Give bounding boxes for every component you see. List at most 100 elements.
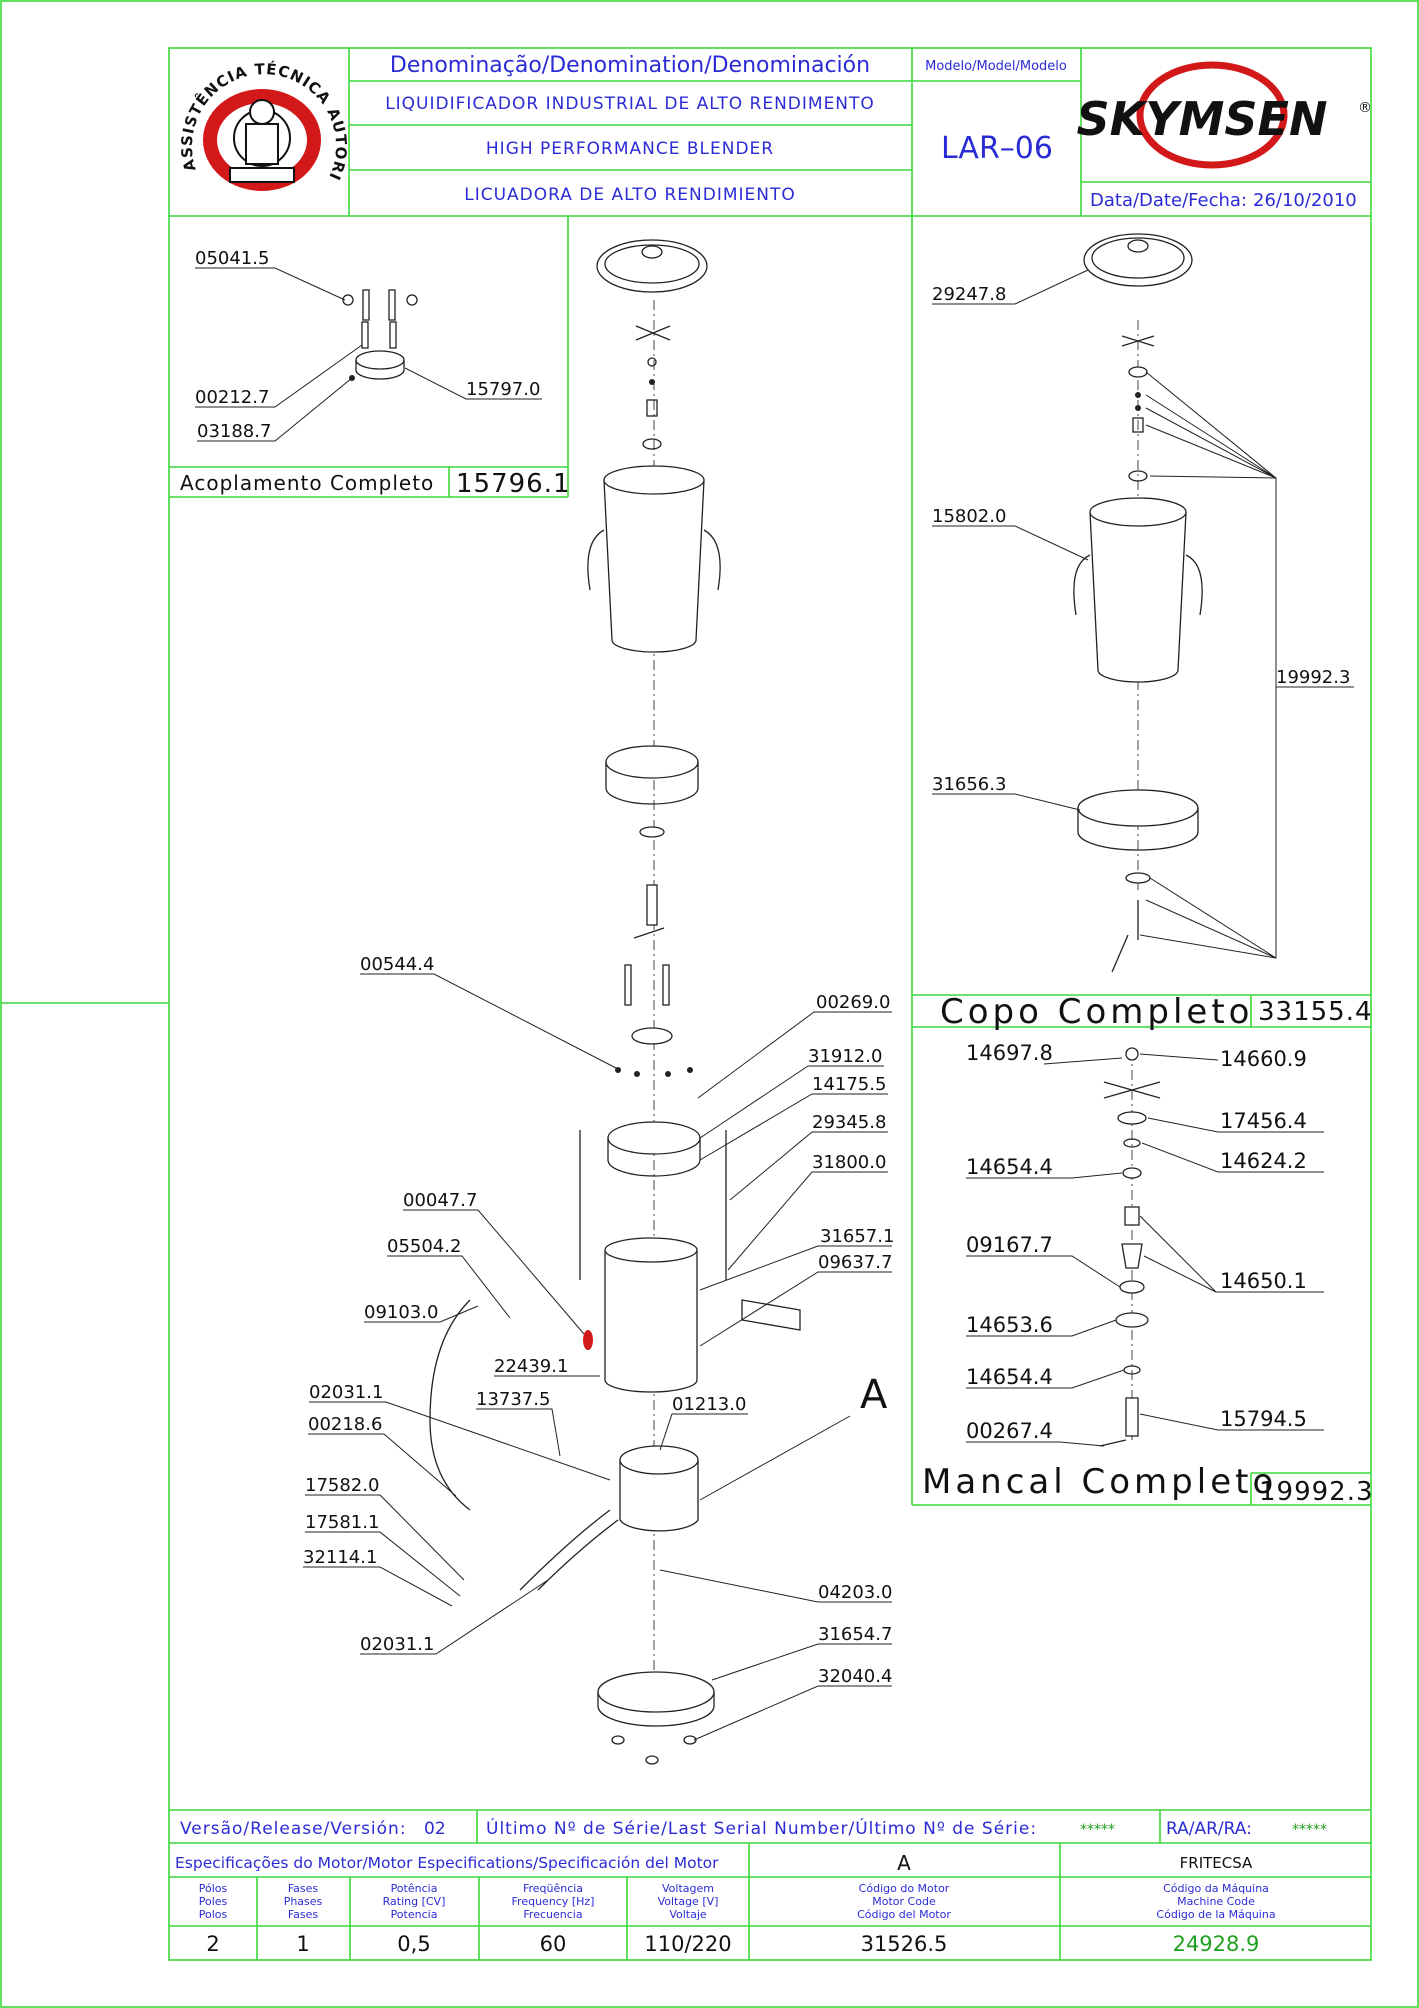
part-31800-0: 31800.0 [812,1152,886,1173]
machine-code-label-pt: Código da Máquina [1163,1882,1269,1895]
cup-part-15802-0: 15802.0 [932,506,1006,527]
part-00047-7: 00047.7 [403,1190,477,1211]
name-en: HIGH PERFORMANCE BLENDER [486,139,774,159]
cup-code: 33155.4 [1258,997,1373,1027]
part-31654-7: 31654.7 [818,1624,892,1645]
part-02031-1-lower: 02031.1 [360,1634,434,1655]
bearing-part-14654-4-lower: 14654.4 [966,1365,1053,1389]
freq-label-pt: Freqüência [523,1882,583,1895]
bearing-part-14660-9: 14660.9 [1220,1047,1307,1071]
part-05504-2: 05504.2 [387,1236,461,1257]
phases-label-es: Fases [288,1908,319,1921]
skymsen-logo: SKYMSEN ® [1077,61,1372,169]
part-17581-1: 17581.1 [305,1512,379,1533]
date-label: Data/Date/Fecha: [1090,190,1247,211]
power-label-pt: Potência [391,1882,438,1895]
phases-label-en: Phases [284,1895,323,1908]
part-00269-0: 00269.0 [816,992,890,1013]
voltage-label-en: Voltage [V] [658,1895,719,1908]
phases-label-pt: Fases [288,1882,319,1895]
motor-code-value: 31526.5 [861,1932,948,1956]
denomination-label: Denominação/Denomination/Denominación [390,53,870,78]
model-value: LAR–06 [941,131,1053,166]
power-label-en: Rating [CV] [383,1895,446,1908]
title-block: ASSISTÊNCIA TÉCNICA AUTORIZADA Denominaç… [0,0,1372,217]
motor-code-label-pt: Código do Motor [859,1882,950,1895]
power-value: 0,5 [397,1932,430,1956]
serial-label: Último Nº de Série/Last Serial Number/Úl… [486,1817,1037,1839]
part-00218-6: 00218.6 [308,1414,382,1435]
poles-label-en: Poles [199,1895,228,1908]
cup-part-19992-3: 19992.3 [1276,667,1350,688]
version-label: Versão/Release/Versión: [180,1819,407,1839]
cup-assembly-box: Copo Completo 33155.4 29247.8 15802.0 31… [911,216,1373,1505]
brand-registered-mark: ® [1358,100,1372,116]
cup-title: Copo Completo [940,992,1253,1032]
bearing-part-14697-8: 14697.8 [966,1041,1053,1065]
bearing-assembly-box: Mancal Completo 19992.3 14697.8 14660.9 … [912,1041,1374,1507]
part-09103-0: 09103.0 [364,1302,438,1323]
voltage-label-es: Voltaje [669,1908,707,1921]
bearing-part-14653-6: 14653.6 [966,1313,1053,1337]
power-label-es: Potencia [391,1908,438,1921]
bearing-title: Mancal Completo [922,1462,1277,1502]
badge-text: ASSISTÊNCIA TÉCNICA AUTORIZADA [0,0,349,183]
part-09637-7: 09637.7 [818,1252,892,1273]
coupling-part-05041-5: 05041.5 [195,248,269,269]
frequency-value: 60 [540,1932,567,1956]
poles-label-pt: Pólos [199,1882,228,1895]
coupling-code: 15796.1 [456,469,571,499]
part-14175-5: 14175.5 [812,1074,886,1095]
cup-part-29247-8: 29247.8 [932,284,1006,305]
poles-label-es: Polos [199,1908,228,1921]
voltage-label-pt: Voltagem [662,1882,714,1895]
part-04203-0: 04203.0 [818,1582,892,1603]
detail-marker-a: A [860,1372,888,1418]
part-29345-8: 29345.8 [812,1112,886,1133]
part-02031-1-upper: 02031.1 [309,1382,383,1403]
model-label: Modelo/Model/Modelo [925,59,1067,74]
voltage-value: 110/220 [644,1932,731,1956]
name-es: LICUADORA DE ALTO RENDIMIENTO [464,185,796,205]
coupling-part-15797-0: 15797.0 [466,379,540,400]
cup-part-31656-3: 31656.3 [932,774,1006,795]
part-00544-4: 00544.4 [360,954,434,975]
bearing-part-14654-4-upper: 14654.4 [966,1155,1053,1179]
bearing-part-09167-7: 09167.7 [966,1233,1053,1257]
bearing-part-14650-1: 14650.1 [1220,1269,1307,1293]
poles-value: 2 [206,1932,219,1956]
phases-value: 1 [296,1932,309,1956]
freq-label-es: Frecuencia [523,1908,582,1921]
machine-code-label-es: Código de la Máquina [1156,1908,1275,1921]
coupling-part-03188-7: 03188.7 [197,421,271,442]
name-pt: LIQUIDIFICADOR INDUSTRIAL DE ALTO RENDIM… [385,94,875,114]
bearing-part-17456-4: 17456.4 [1220,1109,1307,1133]
part-01213-0: 01213.0 [672,1394,746,1415]
part-32040-4: 32040.4 [818,1666,892,1687]
coupling-title: Acoplamento Completo [180,471,434,495]
bearing-code: 19992.3 [1259,1477,1374,1507]
part-17582-0: 17582.0 [305,1475,379,1496]
brand-name: SKYMSEN [1077,92,1328,146]
serial-value: ***** [1080,1822,1115,1838]
motor-spec-label: Especificações do Motor/Motor Especifica… [175,1854,719,1872]
version-value: 02 [424,1819,446,1839]
motor-code-label-es: Código del Motor [857,1908,951,1921]
drawing-frame [168,47,1372,1961]
coupling-part-00212-7: 00212.7 [195,387,269,408]
ra-label: RA/AR/RA: [1166,1819,1252,1839]
freq-label-en: Frequency [Hz] [512,1895,595,1908]
main-exploded-view: 00269.0 31912.0 14175.5 29345.8 31800.0 … [303,239,894,1765]
machine-code-label-en: Machine Code [1177,1895,1255,1908]
bearing-part-00267-4: 00267.4 [966,1419,1053,1443]
ra-value: ***** [1292,1822,1327,1838]
machine-code-value: 24928.9 [1173,1932,1260,1956]
motor-code-label-en: Motor Code [872,1895,936,1908]
part-32114-1: 32114.1 [303,1547,377,1568]
coupling-assembly-box: Acoplamento Completo 15796.1 05041.5 002… [169,216,571,499]
part-31912-0: 31912.0 [808,1046,882,1067]
manufacturer: FRITECSA [1180,1854,1253,1872]
part-13737-5: 13737.5 [476,1389,550,1410]
